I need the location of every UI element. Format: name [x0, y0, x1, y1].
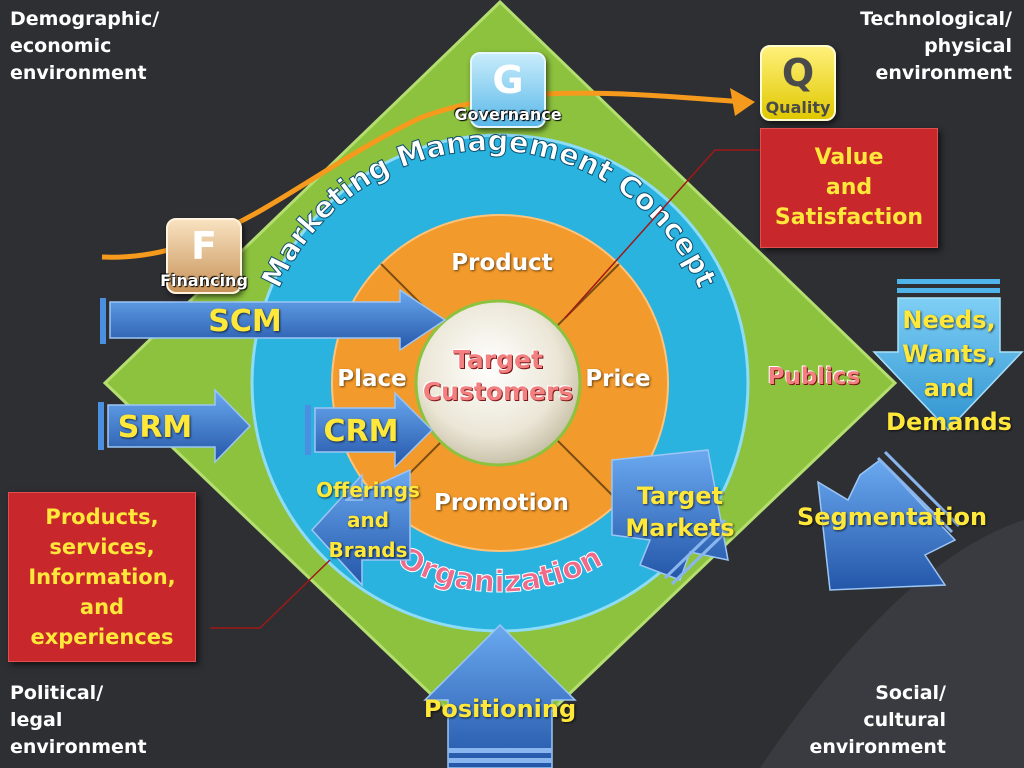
mix-place: Place [337, 366, 407, 392]
products-services-box: Products, services, Information, and exp… [8, 492, 196, 662]
quality-badge: Q Quality [760, 45, 836, 121]
center-circle [414, 299, 582, 467]
value-satisfaction-box: Value and Satisfaction [760, 128, 938, 248]
env-demographic: Demographic/ economic environment [10, 8, 160, 84]
positioning-label: Positioning [423, 695, 577, 723]
offerings-arrow [310, 468, 411, 587]
scm-label: SCM [208, 304, 282, 339]
governance-badge: G Governance [454, 52, 562, 128]
financing-badge: F Financing [160, 218, 248, 294]
srm-label: SRM [117, 410, 193, 445]
crm-label: CRM [323, 414, 399, 449]
env-political: Political/ legal environment [10, 682, 147, 758]
mix-promotion: Promotion [434, 490, 569, 516]
connector-value [564, 149, 760, 319]
target-markets-label: Target Markets [625, 482, 735, 542]
needs-label: Needs, Wants, and Demands [886, 306, 1012, 436]
srm-arrow [98, 388, 252, 464]
target-markets-arrow [611, 449, 734, 586]
scm-arrow [100, 288, 447, 352]
crm-arrow [305, 391, 434, 469]
offerings-label: Offerings and Brands [316, 478, 420, 562]
mix-product: Product [451, 250, 553, 276]
connector-products [210, 559, 331, 629]
env-social: Social/ cultural environment [809, 682, 946, 758]
mix-price: Price [585, 366, 651, 392]
segmentation-arrow [817, 450, 961, 591]
target-customers-label: Target Customers [422, 345, 574, 406]
segmentation-label: Segmentation [796, 503, 988, 531]
orange-curve-arrowhead [730, 88, 755, 116]
needs-arrow [872, 279, 1024, 432]
positioning-arrow [423, 623, 577, 768]
background-swoosh [760, 520, 1024, 768]
env-technological: Technological/ physical environment [860, 8, 1012, 84]
publics-label: Publics [767, 364, 861, 390]
